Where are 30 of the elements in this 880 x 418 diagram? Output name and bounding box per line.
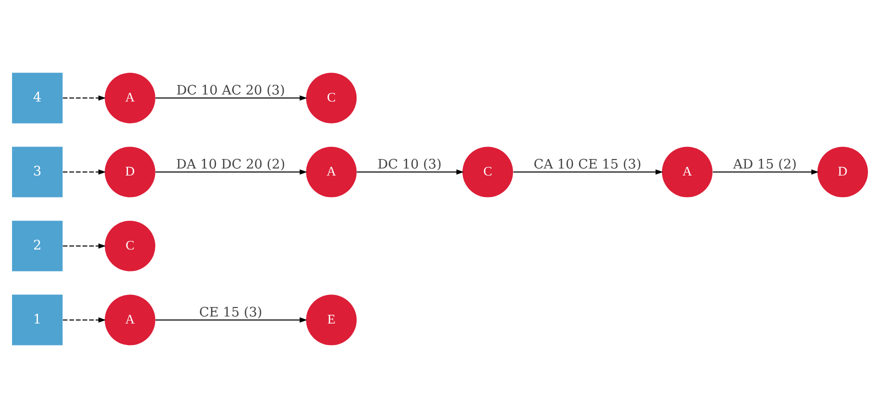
edge-label: DC 10 AC 20 (3) bbox=[176, 83, 286, 98]
node-circle: A bbox=[306, 146, 357, 198]
arrow bbox=[154, 95, 308, 101]
arrow bbox=[154, 169, 308, 175]
node-circle: C bbox=[104, 220, 156, 272]
edge-label: AD 15 (2) bbox=[733, 157, 797, 172]
arrow bbox=[62, 169, 106, 175]
node-box: 1 bbox=[12, 294, 63, 346]
node-circle: A bbox=[662, 146, 712, 198]
arrow bbox=[62, 243, 106, 249]
arrow bbox=[712, 169, 819, 175]
arrow bbox=[512, 169, 664, 175]
node-box: 3 bbox=[12, 146, 63, 198]
node-circle: D bbox=[104, 146, 156, 198]
node-circle: A bbox=[104, 294, 156, 346]
node-circle: E bbox=[306, 294, 357, 346]
edge-label: CA 10 CE 15 (3) bbox=[534, 157, 642, 172]
arrow bbox=[62, 95, 106, 101]
arrow bbox=[356, 169, 464, 175]
node-circle: C bbox=[462, 146, 514, 198]
node-box: 2 bbox=[12, 220, 63, 272]
edge-label: CE 15 (3) bbox=[199, 305, 262, 320]
node-circle: A bbox=[104, 72, 156, 124]
node-box: 4 bbox=[12, 72, 63, 124]
arrow bbox=[154, 317, 308, 323]
node-circle: C bbox=[306, 72, 357, 124]
node-circle: D bbox=[817, 146, 868, 198]
edge-label: DA 10 DC 20 (2) bbox=[176, 157, 286, 172]
arrow bbox=[62, 317, 106, 323]
edge-label: DC 10 (3) bbox=[377, 157, 442, 172]
